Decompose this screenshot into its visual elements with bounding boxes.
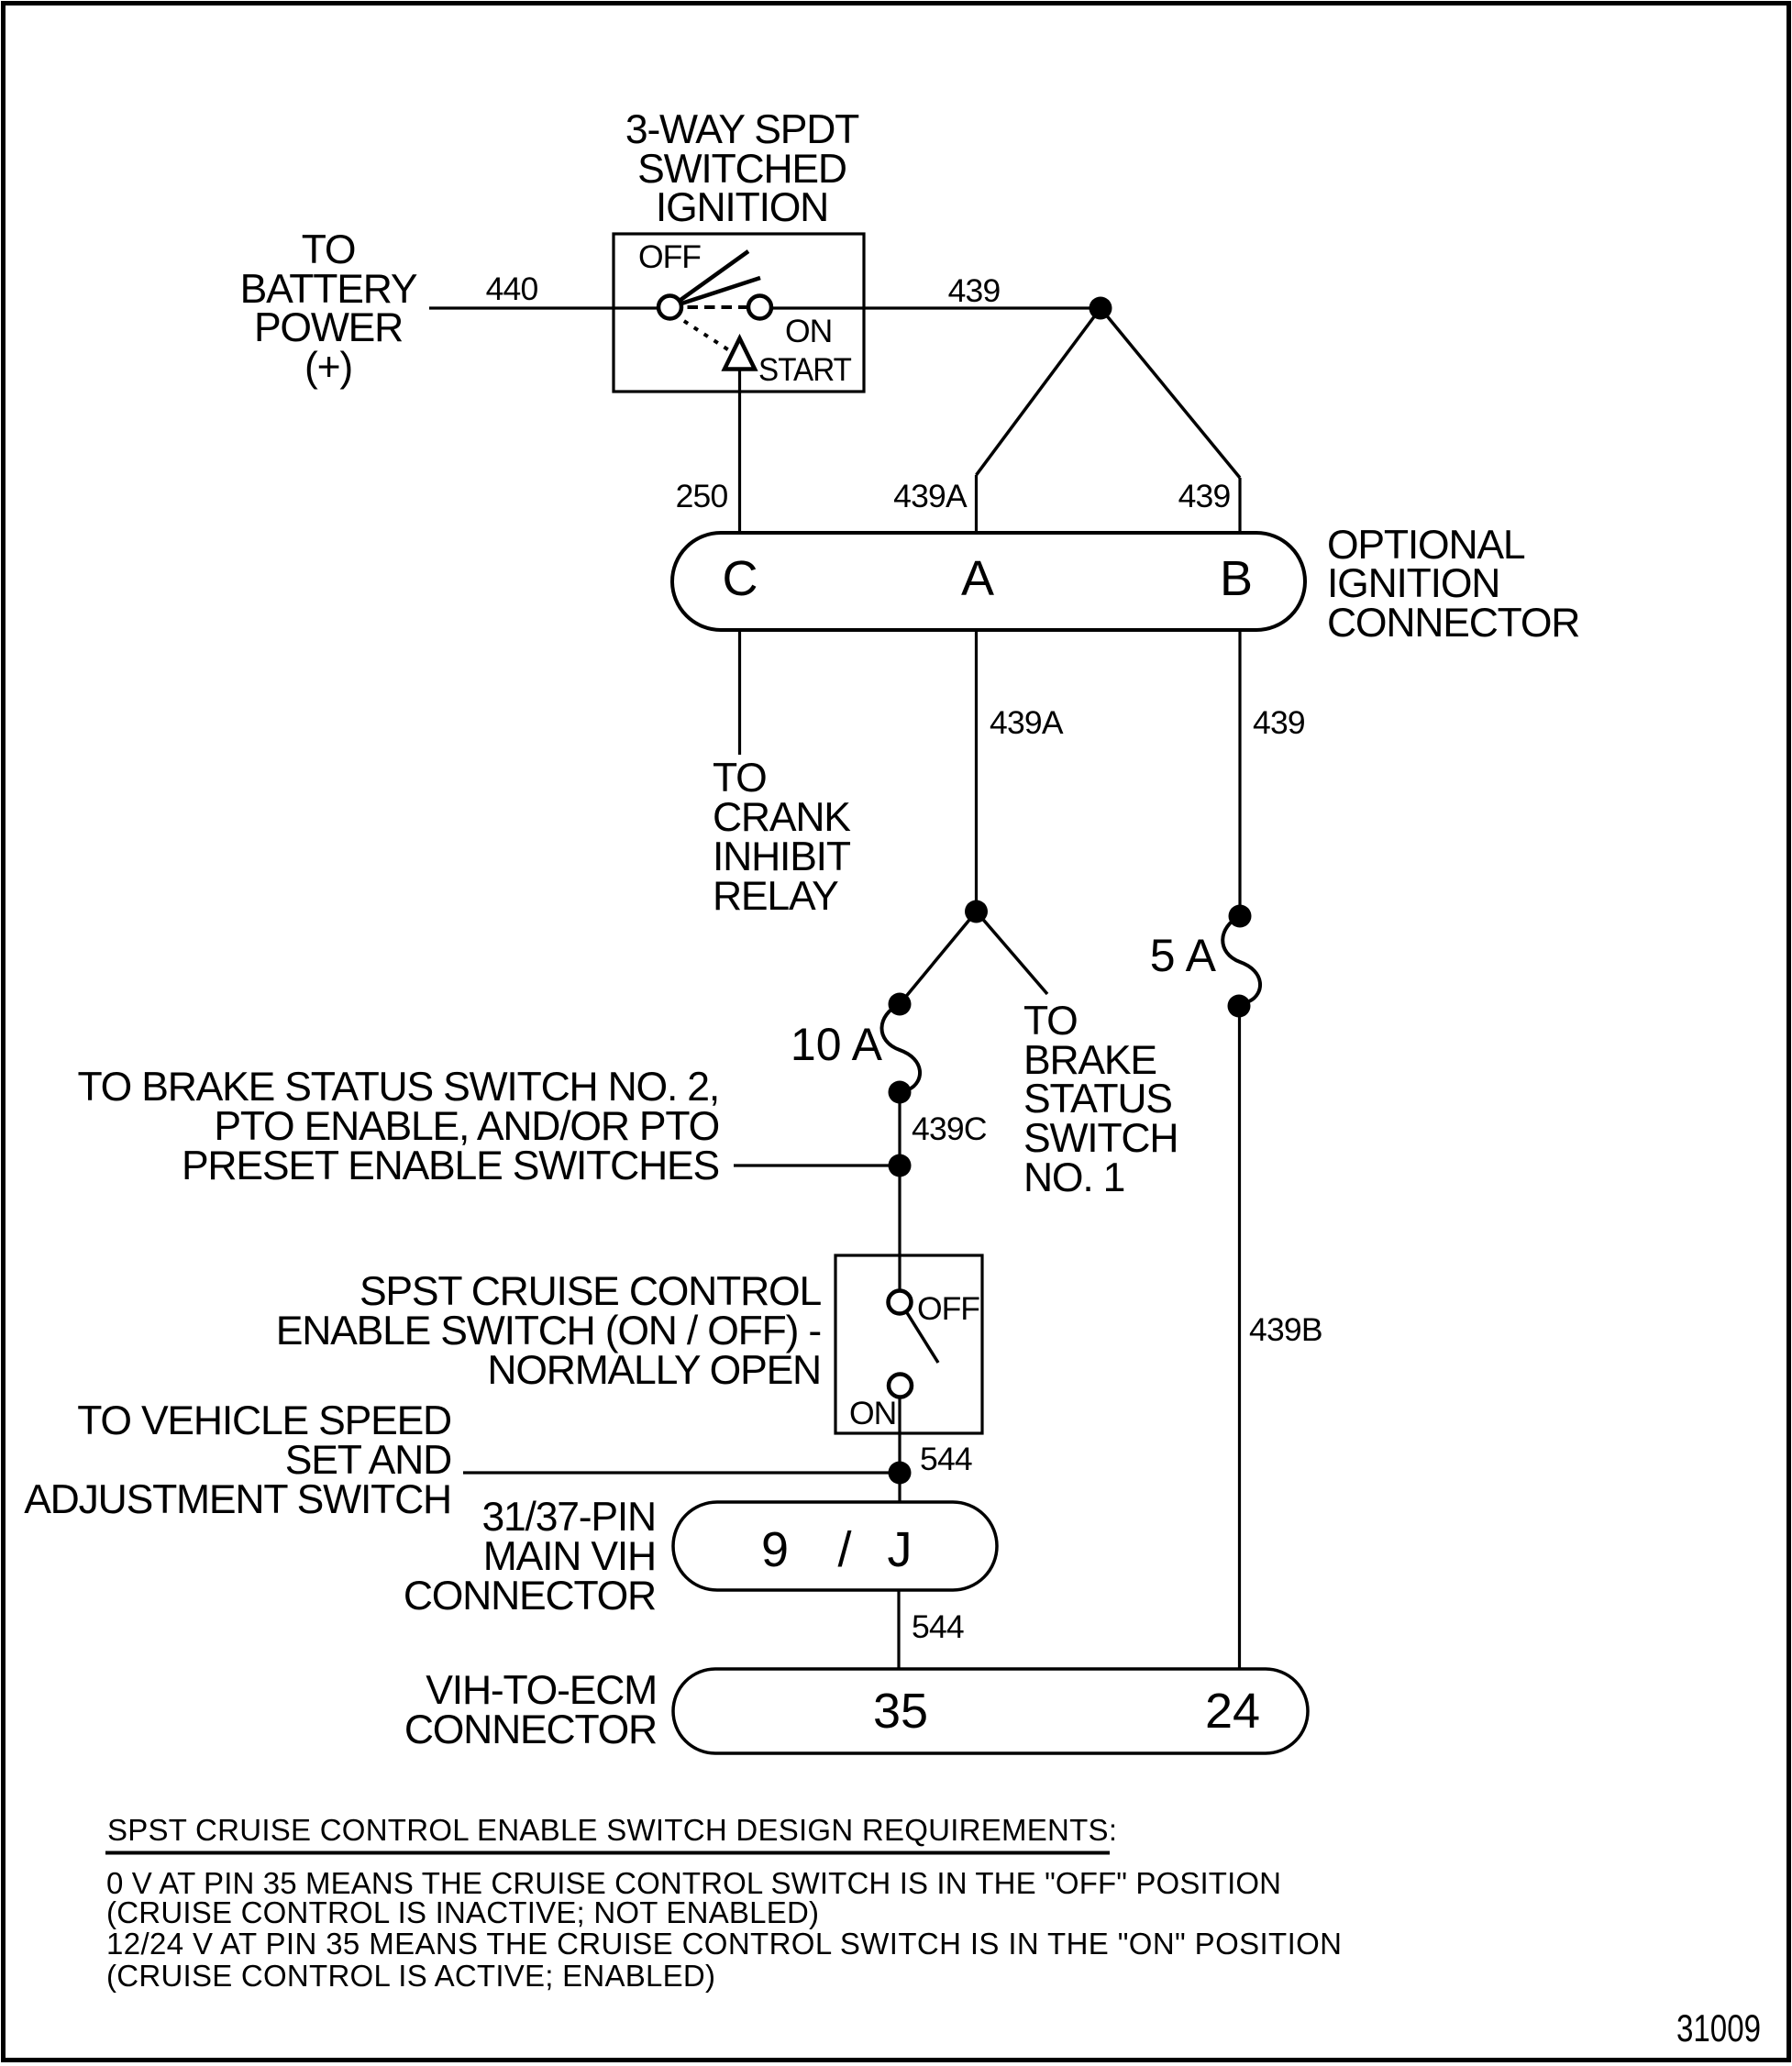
svg-text:TO: TO <box>302 227 356 272</box>
svg-text:NORMALLY OPEN: NORMALLY OPEN <box>487 1348 821 1393</box>
svg-text:CONNECTOR: CONNECTOR <box>404 1574 656 1619</box>
svg-text:439C: 439C <box>912 1110 987 1147</box>
svg-text:SWITCHED: SWITCHED <box>637 147 846 192</box>
svg-text:C: C <box>723 551 758 606</box>
svg-text:31009: 31009 <box>1676 2006 1761 2049</box>
svg-text:B: B <box>1220 551 1253 606</box>
svg-text:IGNITION: IGNITION <box>1327 561 1499 606</box>
svg-text:STATUS: STATUS <box>1023 1077 1172 1121</box>
svg-text:VIH-TO-ECM: VIH-TO-ECM <box>426 1668 657 1713</box>
svg-text:ON: ON <box>849 1395 896 1431</box>
svg-text:J: J <box>888 1522 913 1577</box>
svg-text:A: A <box>961 551 994 606</box>
svg-text:(CRUISE CONTROL IS INACTIVE; N: (CRUISE CONTROL IS INACTIVE; NOT ENABLED… <box>106 1895 819 1929</box>
svg-text:CONNECTOR: CONNECTOR <box>404 1707 657 1752</box>
svg-text:12/24 V AT PIN 35 MEANS THE CR: 12/24 V AT PIN 35 MEANS THE CRUISE CONTR… <box>106 1927 1342 1961</box>
svg-text:250: 250 <box>676 478 728 514</box>
svg-text:3-WAY SPDT: 3-WAY SPDT <box>625 107 859 152</box>
svg-text:ON: ON <box>785 313 832 349</box>
svg-text:0 V AT PIN 35 MEANS THE CRUISE: 0 V AT PIN 35 MEANS THE CRUISE CONTROL S… <box>106 1866 1281 1900</box>
svg-text:24: 24 <box>1205 1684 1260 1739</box>
svg-text:439: 439 <box>1178 478 1231 514</box>
svg-text:35: 35 <box>873 1684 928 1739</box>
svg-text:TO: TO <box>1023 999 1078 1044</box>
svg-text:OFF: OFF <box>638 238 701 275</box>
svg-text:START: START <box>758 351 851 388</box>
svg-text:PRESET ENABLE SWITCHES: PRESET ENABLE SWITCHES <box>182 1143 719 1188</box>
svg-text:OFF: OFF <box>917 1290 979 1327</box>
svg-text:439: 439 <box>1253 704 1305 741</box>
svg-text:IGNITION: IGNITION <box>656 185 828 230</box>
svg-text:PTO ENABLE, AND/OR PTO: PTO ENABLE, AND/OR PTO <box>214 1104 719 1149</box>
svg-text:439: 439 <box>948 272 1001 309</box>
svg-text:439A: 439A <box>990 704 1064 741</box>
svg-text:RELAY: RELAY <box>713 874 838 919</box>
svg-text:CRANK: CRANK <box>713 795 851 840</box>
svg-text:(+): (+) <box>304 345 352 390</box>
svg-text:439A: 439A <box>893 478 968 514</box>
svg-text:31/37-PIN: 31/37-PIN <box>481 1495 656 1540</box>
svg-text:9: 9 <box>761 1522 789 1577</box>
svg-text:CONNECTOR: CONNECTOR <box>1327 601 1579 646</box>
svg-text:544: 544 <box>920 1441 972 1477</box>
svg-text:OPTIONAL: OPTIONAL <box>1327 523 1525 568</box>
svg-text:MAIN VIH: MAIN VIH <box>483 1534 656 1579</box>
svg-text:/: / <box>837 1522 851 1577</box>
svg-text:POWER: POWER <box>254 305 403 350</box>
svg-text:SWITCH: SWITCH <box>1023 1116 1178 1161</box>
svg-text:SPST CRUISE CONTROL: SPST CRUISE CONTROL <box>360 1269 822 1314</box>
svg-text:BATTERY: BATTERY <box>240 267 417 312</box>
svg-text:440: 440 <box>486 271 538 307</box>
svg-text:439B: 439B <box>1249 1311 1322 1348</box>
svg-text:(CRUISE CONTROL IS ACTIVE; ENA: (CRUISE CONTROL IS ACTIVE; ENABLED) <box>106 1959 715 1993</box>
svg-text:544: 544 <box>912 1608 964 1645</box>
svg-text:TO BRAKE STATUS SWITCH NO. 2,: TO BRAKE STATUS SWITCH NO. 2, <box>77 1065 719 1110</box>
svg-text:TO: TO <box>713 756 767 801</box>
svg-text:SET AND: SET AND <box>285 1438 451 1483</box>
svg-text:BRAKE: BRAKE <box>1023 1038 1156 1083</box>
svg-text:INHIBIT: INHIBIT <box>713 834 851 879</box>
svg-text:NO. 1: NO. 1 <box>1023 1155 1124 1200</box>
svg-text:10 A: 10 A <box>791 1019 883 1070</box>
svg-text:SPST CRUISE CONTROL ENABLE SWI: SPST CRUISE CONTROL ENABLE SWITCH DESIGN… <box>107 1813 1117 1847</box>
svg-text:ADJUSTMENT SWITCH: ADJUSTMENT SWITCH <box>24 1477 451 1522</box>
svg-text:TO VEHICLE SPEED: TO VEHICLE SPEED <box>77 1398 451 1443</box>
svg-text:5 A: 5 A <box>1150 930 1217 981</box>
svg-text:ENABLE SWITCH (ON / OFF) -: ENABLE SWITCH (ON / OFF) - <box>276 1309 821 1353</box>
